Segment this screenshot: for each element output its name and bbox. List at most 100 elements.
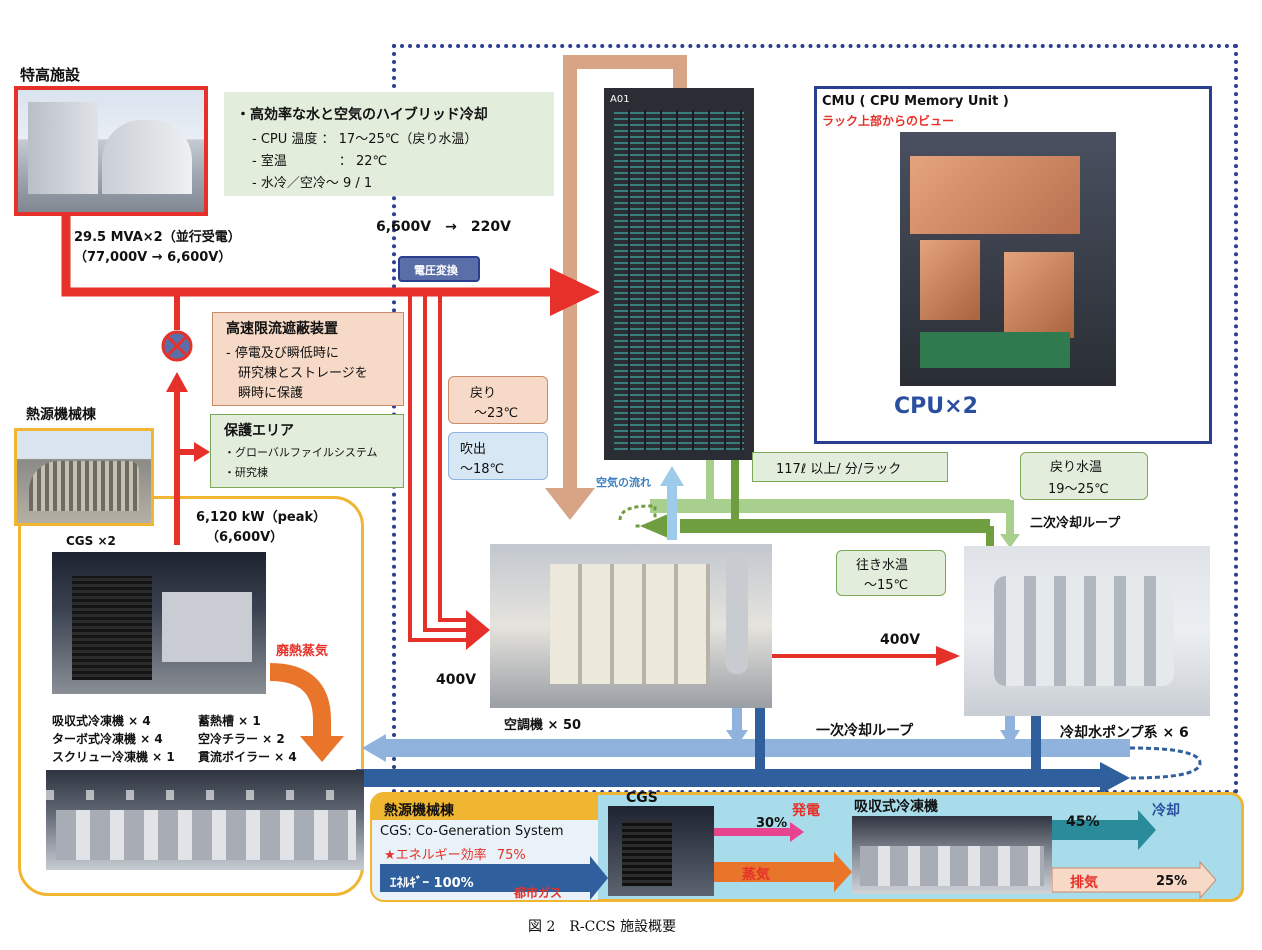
bottom-absorber-photo xyxy=(852,816,1052,894)
cool-pct: 45% xyxy=(1066,814,1100,830)
bottom-cgs-label: CGS xyxy=(626,790,658,806)
machine-room-photo xyxy=(46,770,364,870)
tokko-building-photo xyxy=(14,86,208,216)
cgs-full: CGS: Co-Generation System xyxy=(380,824,564,839)
figure-caption: 図 2 R-CCS 施設概要 xyxy=(528,919,677,935)
efficiency: ★エネルギー効率 75% xyxy=(384,844,526,863)
efficiency-label: ★エネルギー効率 xyxy=(384,848,487,863)
breaker-line-2: 研究棟とストレージを xyxy=(238,366,368,381)
flow-rate-callout xyxy=(752,452,948,482)
cgs-photo xyxy=(52,552,266,694)
primary-loop-hatch xyxy=(1129,746,1202,780)
cool-label: 冷却 xyxy=(1152,803,1180,819)
air-flow-arrowhead xyxy=(660,466,684,486)
cool-arrow xyxy=(1052,810,1156,850)
exhaust-pct: 25% xyxy=(1156,874,1188,889)
supply-air-2: ～18℃ xyxy=(460,462,505,477)
absorber-label: 吸収式冷凍機 xyxy=(854,799,938,815)
exhaust-label: 排気 xyxy=(1070,875,1098,891)
breaker-line-3: 瞬時に保護 xyxy=(238,386,304,401)
equip-2: ターボ式冷凍機 × 4 xyxy=(52,732,163,746)
equip-5: 空冷チラー × 2 xyxy=(198,732,285,746)
primary-loop-lower-arrowhead xyxy=(1100,762,1130,794)
secondary-loop-hatch xyxy=(618,504,657,528)
secondary-loop-label: 二次冷却ループ xyxy=(1030,516,1121,531)
equip-4: 蓄熱槽 × 1 xyxy=(198,714,261,728)
v400-left: 400V xyxy=(436,672,477,688)
supply-water-callout xyxy=(836,550,946,596)
waste-steam-label: 廃熱蒸気 xyxy=(276,644,329,659)
primary-loop-arrowhead xyxy=(362,734,386,762)
power-line-2: （77,000V → 6,600V） xyxy=(74,250,232,265)
return-air-2: ～23℃ xyxy=(474,406,519,421)
hybrid-line-1: - CPU 温度 ： 17～25℃（戻り水温） xyxy=(252,132,478,147)
tokko-title: 特高施設 xyxy=(20,66,81,84)
breaker-title: 高速限流遮蔽装置 xyxy=(226,321,338,337)
protect-line-2: ・研究棟 xyxy=(224,466,268,479)
return-air-arrowhead xyxy=(545,488,595,520)
bottom-panel-title-bg xyxy=(372,794,598,820)
hybrid-line-3: - 水冷／空冷～ 9 / 1 xyxy=(252,176,373,191)
equip-1: 吸収式冷凍機 × 4 xyxy=(52,714,151,728)
power-to-ahu-2 xyxy=(423,292,470,632)
supply-water-2: ～15℃ xyxy=(864,578,909,593)
protect-arrowhead xyxy=(194,442,210,462)
waste-steam-arrow xyxy=(269,663,331,740)
power-to-pump-arrowhead xyxy=(936,646,960,666)
equip-3: スクリュー冷凍機 × 1 xyxy=(52,750,175,764)
waste-steam-arrowhead xyxy=(300,736,344,762)
hybrid-line-2: - 室温 ： 22℃ xyxy=(252,154,388,169)
cmu-title: CMU ( CPU Memory Unit ) xyxy=(822,94,1009,109)
main-power-line xyxy=(61,215,560,297)
return-air-pipe xyxy=(563,55,687,410)
bottom-cgs-photo xyxy=(608,806,714,896)
efficiency-value: 75% xyxy=(496,848,526,863)
power-to-ahu-1 xyxy=(408,292,470,642)
breaker-line-1: - 停電及び瞬低時に xyxy=(226,346,339,361)
v400-right: 400V xyxy=(880,632,921,648)
power-line-1: 29.5 MVA×2（並行受電） xyxy=(74,230,241,245)
cmu-photo xyxy=(900,132,1116,386)
power-to-ahu-3 xyxy=(438,292,470,622)
ahu-photo xyxy=(490,544,772,708)
city-gas-label: 都市ガス xyxy=(514,886,563,900)
supply-air-callout xyxy=(448,432,548,480)
return-water-callout xyxy=(1020,452,1148,500)
transformer-box xyxy=(398,256,480,282)
pump-label: 冷却水ポンプ系 × 6 xyxy=(1060,725,1189,741)
netsugen-region xyxy=(18,496,364,896)
cgs-power-arrowhead xyxy=(166,372,188,392)
cmu-subtitle: ラック上部からのビュー xyxy=(822,114,955,128)
exhaust-arrow xyxy=(1051,860,1217,900)
flow-rate: 117ℓ 以上/ 分/ラック xyxy=(776,462,902,477)
cpu-label: CPU×2 xyxy=(894,394,978,419)
hybrid-title: ・高効率な水と空気のハイブリッド冷却 xyxy=(236,107,488,123)
breaker-callout xyxy=(212,312,404,406)
cgs-count: CGS ×2 xyxy=(66,534,116,548)
main-power-arrowhead xyxy=(550,268,600,316)
bottom-title: 熱源機械棟 xyxy=(384,803,454,819)
air-flow-label: 空気の流れ xyxy=(596,476,651,489)
protect-callout xyxy=(210,414,404,488)
supply-air-1: 吹出 xyxy=(460,442,487,457)
energy-label: ｴﾈﾙｷﾞｰ 100% xyxy=(390,876,474,891)
netsugen-title: 熱源機械棟 xyxy=(26,407,96,423)
power-pct: 30% xyxy=(756,816,788,831)
hybrid-cooling-box xyxy=(224,92,554,196)
pump-room-photo xyxy=(964,546,1210,716)
power-label: 発電 xyxy=(792,803,820,819)
protect-title: 保護エリア xyxy=(224,423,294,439)
protect-line-1: ・グローバルファイルシステム xyxy=(224,446,378,459)
energy-arrow xyxy=(380,856,608,900)
rack-label: A01 xyxy=(610,94,630,105)
cgs-power-line-2: （6,600V） xyxy=(206,530,284,545)
return-water-2: 19～25℃ xyxy=(1048,482,1109,497)
transformer-label: 電圧変換 xyxy=(414,264,458,277)
voltage-top: 6,600V → 220V xyxy=(376,219,511,235)
steam-arrow xyxy=(714,852,852,892)
cgs-power-line-1: 6,120 kW（peak） xyxy=(196,510,327,525)
supply-water-1: 往き水温 xyxy=(856,558,909,573)
power-to-ahu-arrowhead xyxy=(466,610,490,650)
rack-photo: A01 xyxy=(604,88,754,460)
